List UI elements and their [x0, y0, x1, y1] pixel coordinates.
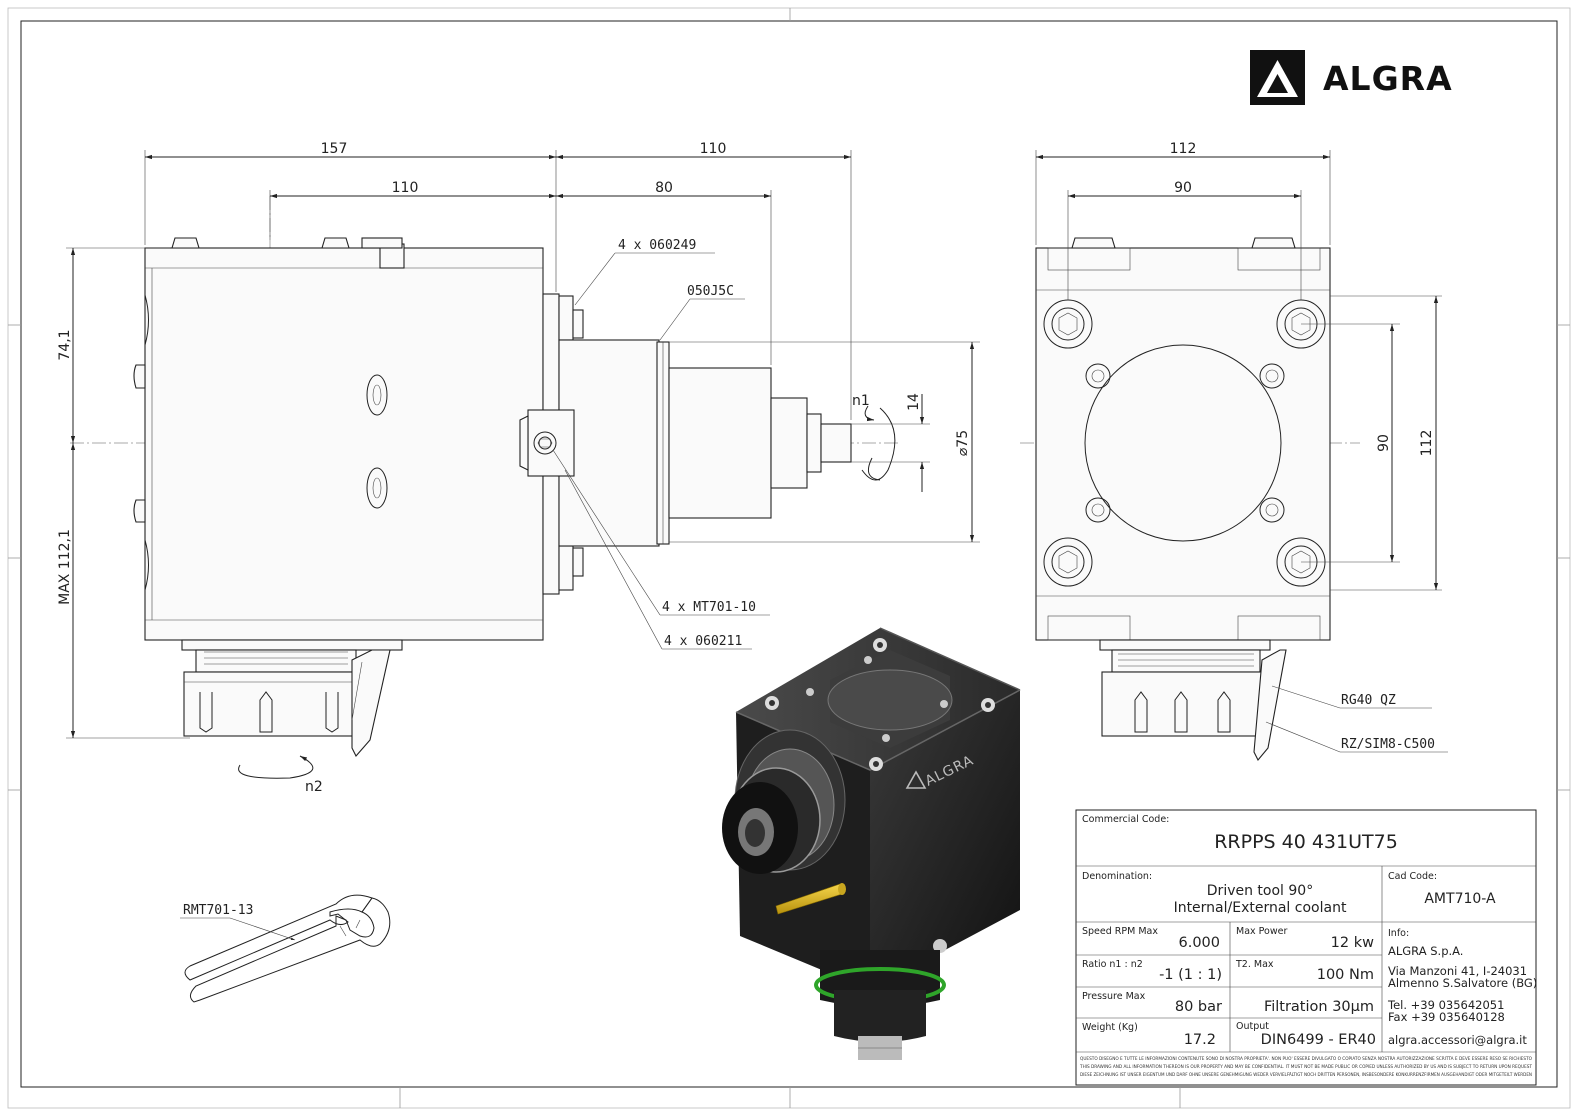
logo-wordmark: ALGRA: [1323, 59, 1453, 98]
callout-060211: 4 x 060211: [664, 634, 742, 649]
label-info: Info:: [1388, 928, 1409, 939]
disclaimer-de: DIESE ZEICHNUNG IST UNSER EIGENTUM UND D…: [1080, 1071, 1532, 1078]
wrench-drawing: RMT701-13: [180, 894, 391, 1003]
dim-110-top: 110: [700, 141, 727, 157]
dim-side-90-height: 90: [1376, 434, 1392, 452]
label-pressure: Pressure Max: [1082, 991, 1146, 1002]
label-denomination: Denomination:: [1082, 871, 1152, 882]
callout-RZ-SIM8-C500: RZ/SIM8-C500: [1341, 737, 1435, 752]
callout-MT701-10: 4 x MT701-10: [662, 600, 756, 615]
label-ratio: Ratio n1 : n2: [1082, 959, 1143, 970]
callout-RG40-QZ: RG40 QZ: [1341, 693, 1396, 708]
info-company: ALGRA S.p.A.: [1388, 944, 1463, 958]
label-cad-code: Cad Code:: [1388, 871, 1437, 882]
dim-110-inner: 110: [392, 180, 419, 196]
denomination-line2: Internal/External coolant: [1174, 900, 1347, 916]
label-commercial-code: Commercial Code:: [1082, 814, 1169, 825]
dim-80: 80: [655, 180, 673, 196]
dim-14: 14: [906, 393, 922, 411]
label-weight: Weight (Kg): [1082, 1022, 1138, 1033]
label-max-power: Max Power: [1236, 926, 1287, 937]
isometric-render: ALGRA: [722, 627, 1021, 1060]
dim-max-112-1: MAX 112,1: [57, 529, 73, 605]
dim-157: 157: [321, 141, 348, 157]
power-value: 12 kw: [1331, 935, 1374, 951]
label-output: Output: [1236, 1021, 1269, 1032]
dim-74-1: 74,1: [57, 329, 73, 360]
info-address2: Almenno S.Salvatore (BG): [1388, 976, 1537, 990]
callout-050J5C: 050J5C: [687, 284, 734, 299]
sheet-inner-border: [20, 20, 1558, 1088]
callout-RMT701-13: RMT701-13: [183, 903, 253, 918]
callout-060249: 4 x 060249: [618, 238, 696, 253]
algra-logo: ALGRA: [1250, 50, 1453, 105]
commercial-code: RRPPS 40 431UT75: [1214, 831, 1398, 853]
disclaimer-en: THIS DRAWING AND ALL INFORMATION THEREON…: [1079, 1064, 1532, 1070]
filtration-value: Filtration 30µm: [1264, 999, 1374, 1015]
dim-side-90-width: 90: [1174, 180, 1192, 196]
dim-side-112-width: 112: [1170, 141, 1197, 157]
info-tel: Tel. +39 035642051: [1387, 998, 1504, 1012]
label-n1: n1: [852, 393, 870, 409]
label-speed: Speed RPM Max: [1082, 926, 1158, 937]
info-address1: Via Manzoni 41, I-24031: [1388, 964, 1527, 978]
cad-code: AMT710-A: [1424, 891, 1496, 907]
info-fax: Fax +39 035640128: [1388, 1010, 1505, 1024]
title-block: Commercial Code: RRPPS 40 431UT75 Denomi…: [1075, 809, 1537, 1086]
dim-diameter-75: ⌀75: [955, 430, 971, 456]
side-view: 112 90 90 112 RG40 QZ RZ/SIM8-C500: [1020, 141, 1448, 761]
speed-value: 6.000: [1178, 935, 1220, 951]
denomination-line1: Driven tool 90°: [1207, 883, 1313, 899]
dim-side-112-height: 112: [1419, 430, 1435, 457]
output-value: DIN6499 - ER40: [1261, 1032, 1376, 1048]
info-email[interactable]: algra.accessori@algra.it: [1388, 1033, 1527, 1047]
t2-value: 100 Nm: [1317, 967, 1374, 983]
sheet-tick-marks: [8, 8, 1570, 1108]
pressure-value: 80 bar: [1175, 999, 1222, 1015]
front-view: n2 n1 157 110 110 80 74,1 MAX 112,1 14: [57, 141, 980, 795]
weight-value: 17.2: [1184, 1032, 1216, 1048]
housing-front: [144, 247, 544, 641]
ratio-value: -1 (1 : 1): [1159, 967, 1222, 983]
label-n2: n2: [305, 779, 323, 795]
disclaimer-it: QUESTO DISEGNO E TUTTE LE INFORMAZIONI C…: [1080, 1056, 1532, 1062]
label-t2-max: T2. Max: [1235, 959, 1274, 970]
